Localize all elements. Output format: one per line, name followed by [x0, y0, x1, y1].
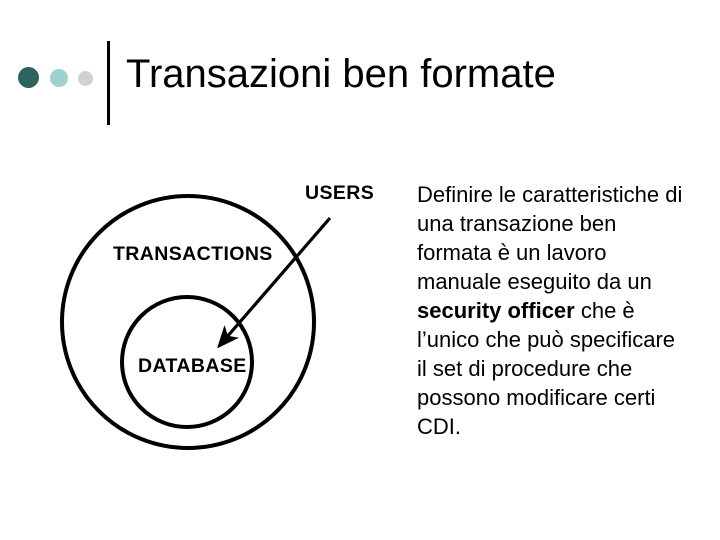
- label-database: DATABASE: [138, 355, 247, 377]
- body-paragraph: Definire le caratteristiche di una trans…: [417, 180, 689, 441]
- body-segment-1: Definire le caratteristiche di una trans…: [417, 182, 683, 294]
- concentric-circles-diagram: TRANSACTIONS DATABASE USERS: [45, 165, 405, 485]
- label-users: USERS: [305, 182, 374, 204]
- header-divider: [107, 41, 110, 125]
- users-callout-arrow: [217, 216, 332, 349]
- label-transactions: TRANSACTIONS: [113, 243, 273, 265]
- header-dot-dark-teal-icon: [18, 67, 39, 88]
- header-dot-light-gray-icon: [78, 71, 93, 86]
- header-dot-light-teal-icon: [50, 69, 68, 87]
- header-bullet-group: [18, 66, 100, 90]
- page-title: Transazioni ben formate: [126, 52, 556, 96]
- body-segment-3: che è l’unico che può specificare il set…: [417, 298, 676, 439]
- body-segment-emphasis: security officer: [417, 298, 575, 323]
